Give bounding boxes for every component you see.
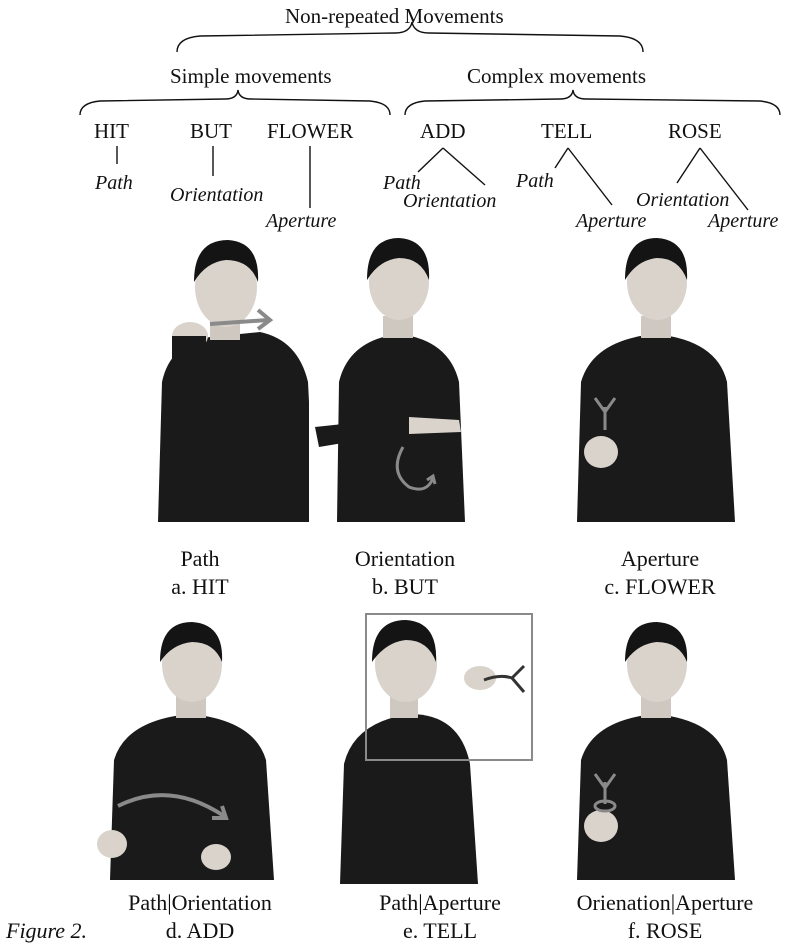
add-line-left xyxy=(417,147,444,173)
tell-line-left xyxy=(554,147,569,169)
panel-d-feature: Path|Orientation xyxy=(128,890,272,915)
photo-but xyxy=(309,232,499,522)
panel-e-feature: Path|Aperture xyxy=(379,890,501,915)
rose-line-right xyxy=(699,147,749,211)
sign-gloss-hit: HIT xyxy=(94,119,129,143)
sign-gloss-flower: FLOWER xyxy=(267,119,354,143)
feature-add-path: Path xyxy=(383,172,421,194)
panel-c-feature: Aperture xyxy=(620,546,700,571)
feature-tell-aperture: Aperture xyxy=(576,210,647,232)
panel-f-label: f. ROSE xyxy=(627,918,703,943)
photo-hit xyxy=(150,232,320,522)
photo-rose xyxy=(575,620,745,880)
simple-movements-label: Simple movements xyxy=(170,64,332,88)
feature-hit-path: Path xyxy=(95,172,133,194)
panel-a-feature: Path xyxy=(180,546,220,571)
panel-f-feature: Orienation|Aperture xyxy=(576,890,754,915)
panel-d-label: d. ADD xyxy=(165,918,235,943)
complex-brace xyxy=(404,89,781,116)
photo-add xyxy=(90,620,295,880)
feature-tell-path: Path xyxy=(516,170,554,192)
sign-gloss-tell: TELL xyxy=(541,119,593,143)
panel-e-label: e. TELL xyxy=(402,918,478,943)
feature-rose-aperture: Aperture xyxy=(708,210,779,232)
feature-but-orientation: Orientation xyxy=(170,184,264,206)
figure-label: Figure 2. xyxy=(6,918,88,943)
tell-line-right xyxy=(567,147,613,206)
tree-root-label: Non-repeated Movements xyxy=(285,4,504,28)
feature-add-orientation: Orientation xyxy=(403,190,497,212)
complex-movements-label: Complex movements xyxy=(467,64,647,88)
panel-c-label: c. FLOWER xyxy=(604,574,716,599)
add-line-right xyxy=(442,147,486,186)
panel-b-feature: Orientation xyxy=(354,546,456,571)
sign-gloss-add: ADD xyxy=(420,119,466,143)
feature-flower-aperture: Aperture xyxy=(266,210,337,232)
photo-tell xyxy=(330,604,540,884)
panel-a-label: a. HIT xyxy=(171,574,229,599)
panel-b-label: b. BUT xyxy=(372,574,438,599)
root-brace xyxy=(176,21,644,53)
simple-brace xyxy=(79,89,391,116)
photo-flower xyxy=(575,232,745,522)
sign-gloss-rose: ROSE xyxy=(668,119,722,143)
rose-line-left xyxy=(676,147,701,184)
feature-rose-orientation: Orientation xyxy=(636,189,730,211)
sign-gloss-but: BUT xyxy=(190,119,232,143)
